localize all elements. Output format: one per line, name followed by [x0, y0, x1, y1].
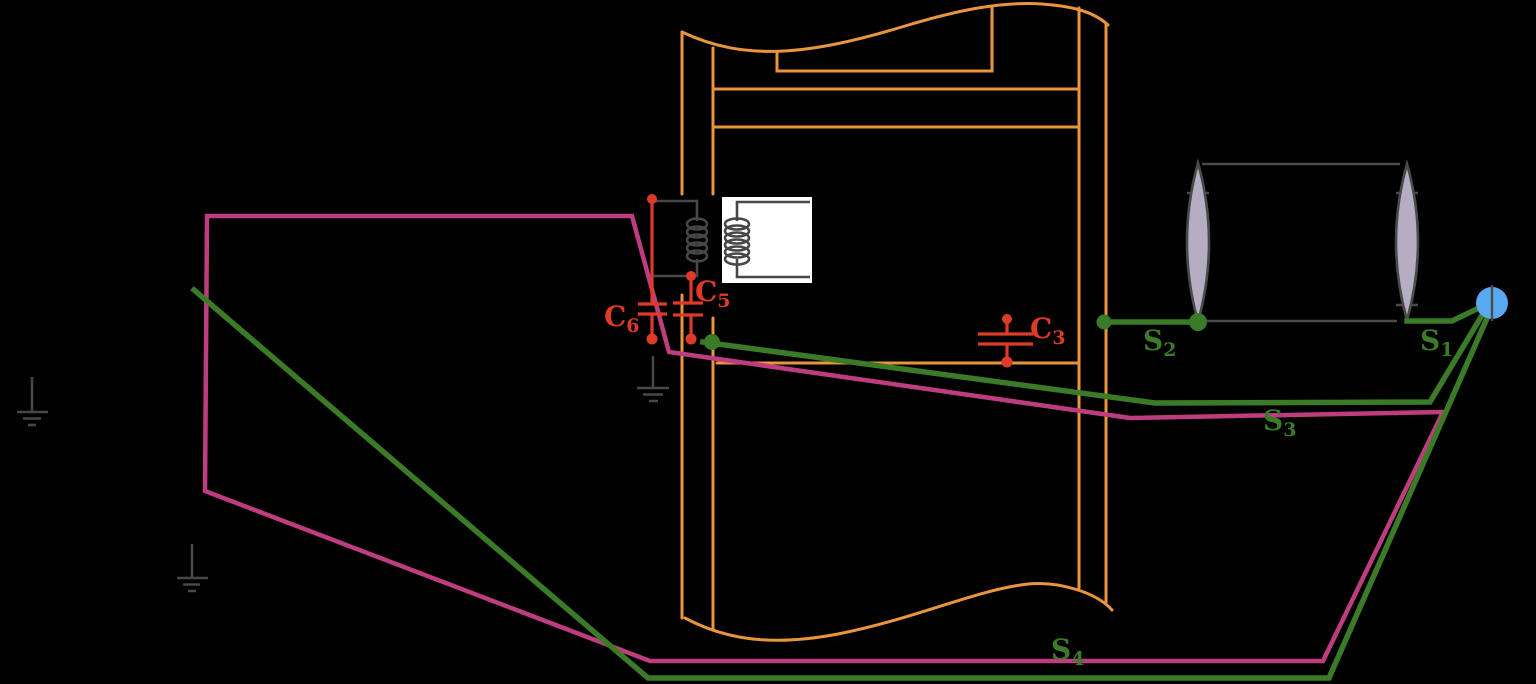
beam-paths-green [190, 286, 1492, 681]
connection-nodes-green [704, 313, 1207, 350]
labels: C6 C5 C3 S2 S1 S3 S4 [604, 275, 1453, 670]
label-c5: C5 [695, 275, 731, 312]
node-icon [1189, 313, 1207, 331]
node-icon [1002, 314, 1012, 324]
beam-path-green-lower-s4 [190, 286, 1492, 681]
slit-s1-wire [1404, 303, 1485, 324]
ground-icon [17, 377, 48, 427]
rf-capacitors [638, 199, 1033, 361]
label-c3: C3 [1030, 312, 1066, 349]
tank-circuit [652, 199, 709, 278]
chamber-top-break-curve [680, 2, 1110, 53]
beam-path-green-upper-s3 [699, 308, 1488, 406]
vacuum-chamber-outline [680, 2, 1114, 642]
chamber-top-notch [775, 4, 994, 73]
label-c6: C6 [604, 300, 640, 337]
label-s1: S1 [1420, 324, 1453, 361]
node-icon [686, 271, 696, 281]
ground-symbols [17, 356, 669, 593]
tank-circuit-wires [652, 199, 699, 278]
node-icon [685, 333, 697, 345]
connection-nodes-red [646, 194, 1013, 368]
coil-inset [723, 200, 810, 279]
inset-coil-icon [723, 217, 751, 266]
label-s2: S2 [1143, 324, 1176, 361]
tank-coil-icon [685, 217, 709, 263]
label-s4: S4 [1051, 633, 1084, 670]
node-icon [646, 333, 658, 345]
node-icon [1001, 356, 1013, 368]
capacitor-c3 [978, 319, 1033, 361]
node-icon [704, 334, 720, 350]
label-s3: S3 [1263, 404, 1296, 441]
ground-icon [637, 356, 669, 403]
capacitor-c5 [673, 276, 703, 337]
node-icon [1096, 314, 1112, 330]
chamber-bottom-break-curve [683, 582, 1114, 642]
capacitor-c6 [638, 199, 667, 337]
ground-icon [177, 544, 208, 593]
node-icon [647, 194, 657, 204]
